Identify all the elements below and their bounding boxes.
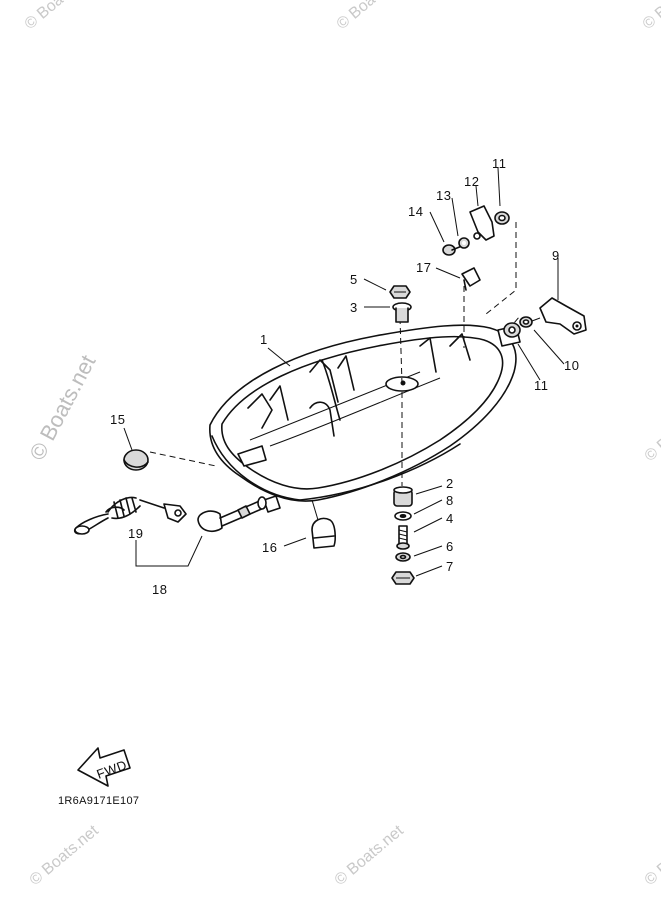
watermark-text: © Boats.net (334, 0, 410, 33)
callout-10: 10 (564, 358, 579, 373)
watermark-top-center: © Boats.net (334, 0, 410, 33)
part-grommet-11-top (494, 211, 510, 225)
callout-9: 9 (552, 248, 560, 263)
callout-3: 3 (350, 300, 358, 315)
callout-labels: 1 2 3 4 5 6 7 8 9 10 11 11 12 13 14 15 1… (110, 156, 579, 597)
watermark-bottom-right: © Boats.net (642, 822, 661, 889)
watermark-text: © Boats.net (22, 0, 98, 33)
callout-14: 14 (408, 204, 423, 219)
callout-1: 1 (260, 332, 268, 347)
part-lanyard-19 (73, 496, 187, 535)
watermark-text: © Boats.net (27, 822, 103, 889)
watermark-top-right: © Boats.net (640, 0, 661, 33)
part-nut-7 (391, 571, 415, 585)
part-nut-5 (389, 285, 411, 299)
part-collar-3 (392, 302, 412, 323)
part-washer-6 (395, 552, 411, 562)
part-washer-10 (519, 316, 533, 328)
callout-8: 8 (446, 493, 454, 508)
callout-19: 19 (128, 526, 143, 541)
part-cap-16 (311, 517, 336, 549)
callout-11-top: 11 (492, 156, 507, 171)
part-grommet-11-right (503, 322, 521, 338)
watermark-text: © Boats.net (640, 0, 661, 33)
watermark-text: © Boats.net (332, 822, 408, 889)
callout-5: 5 (350, 272, 358, 287)
callout-leaders (123, 167, 565, 577)
watermark-text: © Boats.net (642, 398, 661, 465)
part-clip-17 (461, 267, 481, 291)
callout-6: 6 (446, 539, 454, 554)
part-bottom-cowling (209, 324, 521, 513)
callout-17: 17 (416, 260, 431, 275)
callout-13: 13 (436, 188, 451, 203)
diagram-code: 1R6A9171E107 (58, 795, 139, 807)
part-grommet-2 (393, 486, 413, 507)
callout-2: 2 (446, 476, 454, 491)
callout-15: 15 (110, 412, 125, 427)
callout-bracket-18 (135, 535, 203, 567)
watermark-left-side: © Boats.net (24, 351, 100, 465)
fwd-arrow-icon: FWD (77, 747, 131, 787)
part-plug-15 (123, 449, 149, 471)
part-stop-switch-18 (197, 496, 267, 533)
watermark-text: © Boats.net (24, 351, 100, 465)
callout-18: 18 (152, 582, 167, 597)
callout-7: 7 (446, 559, 454, 574)
watermark-bottom-center: © Boats.net (332, 822, 408, 889)
part-washer-8 (394, 511, 412, 521)
callout-12: 12 (464, 174, 479, 189)
watermark-bottom-left: © Boats.net (27, 822, 103, 889)
part-bracket-12 (469, 205, 495, 241)
watermark-right-edge: © Boats.net (642, 398, 661, 465)
part-bracket-9 (539, 297, 587, 335)
watermark-top-left: © Boats.net (22, 0, 98, 33)
callout-4: 4 (446, 511, 454, 526)
part-bolt-4 (396, 525, 410, 550)
watermark-text: © Boats.net (642, 822, 661, 889)
callout-11-right: 11 (534, 378, 549, 393)
part-washer-13 (458, 237, 470, 249)
part-screw-14 (442, 244, 463, 256)
callout-16: 16 (262, 540, 277, 555)
